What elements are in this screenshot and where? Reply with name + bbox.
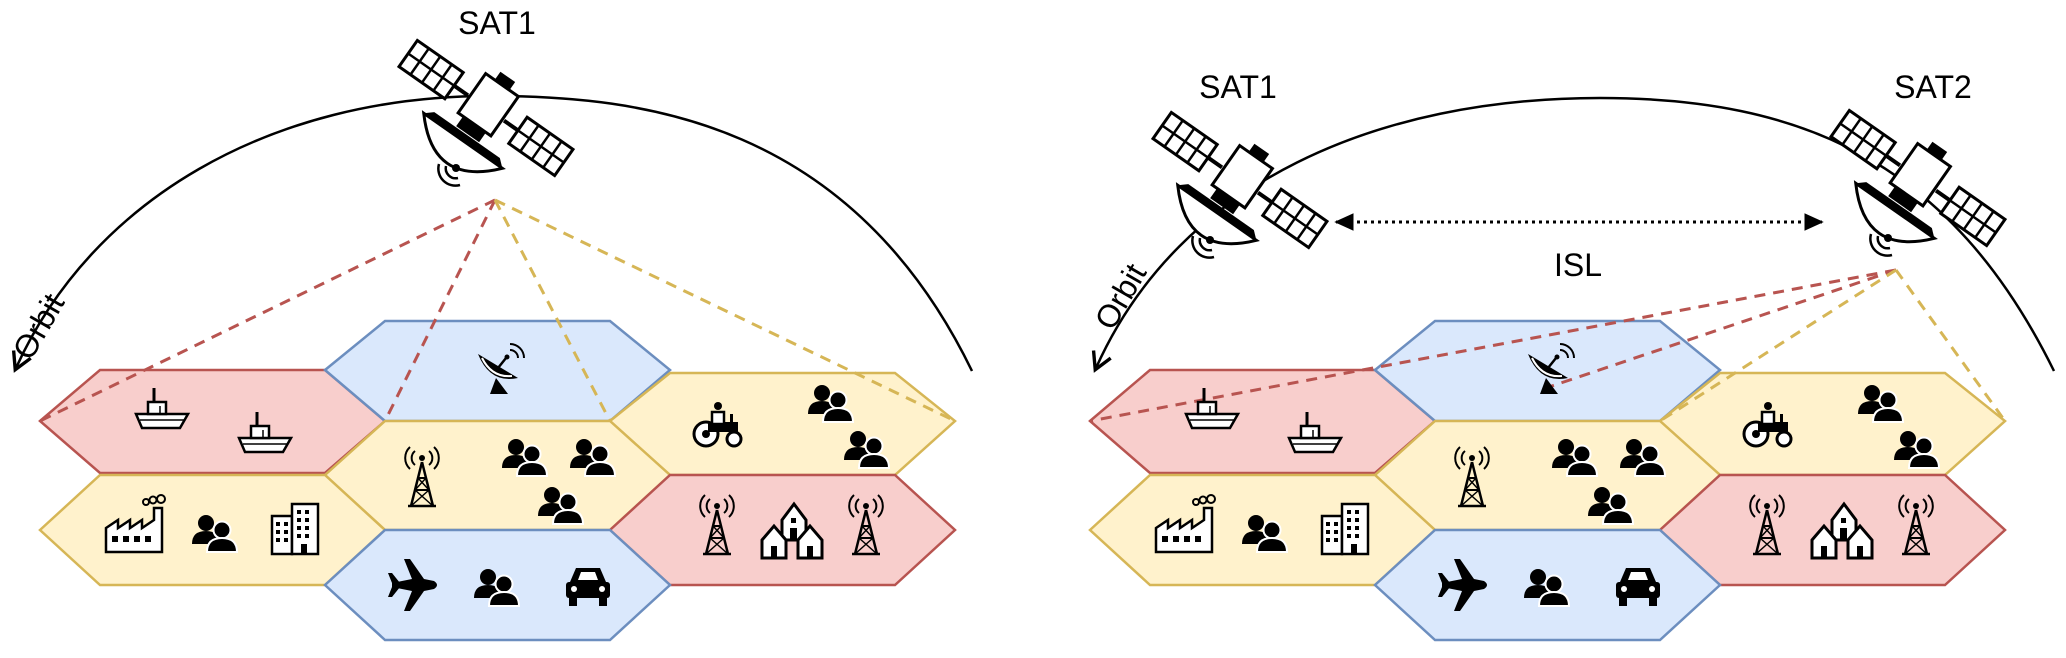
satellite-icon	[1121, 92, 1342, 292]
left-panel: Orbit SAT1	[6, 5, 974, 642]
satellite2-label: SAT2	[1894, 69, 1972, 105]
beams	[1089, 268, 2007, 423]
right-panel: Orbit ISL	[1088, 69, 2056, 642]
orbit-label: Orbit	[6, 287, 72, 365]
orbit-label: Orbit	[1088, 257, 1154, 335]
satellite-icon	[367, 20, 588, 220]
satellite1-label: SAT1	[1199, 69, 1277, 105]
satellite-label: SAT1	[458, 5, 536, 41]
satellite-icon	[1799, 90, 2020, 290]
beams	[39, 198, 956, 423]
isl-label: ISL	[1554, 247, 1602, 283]
